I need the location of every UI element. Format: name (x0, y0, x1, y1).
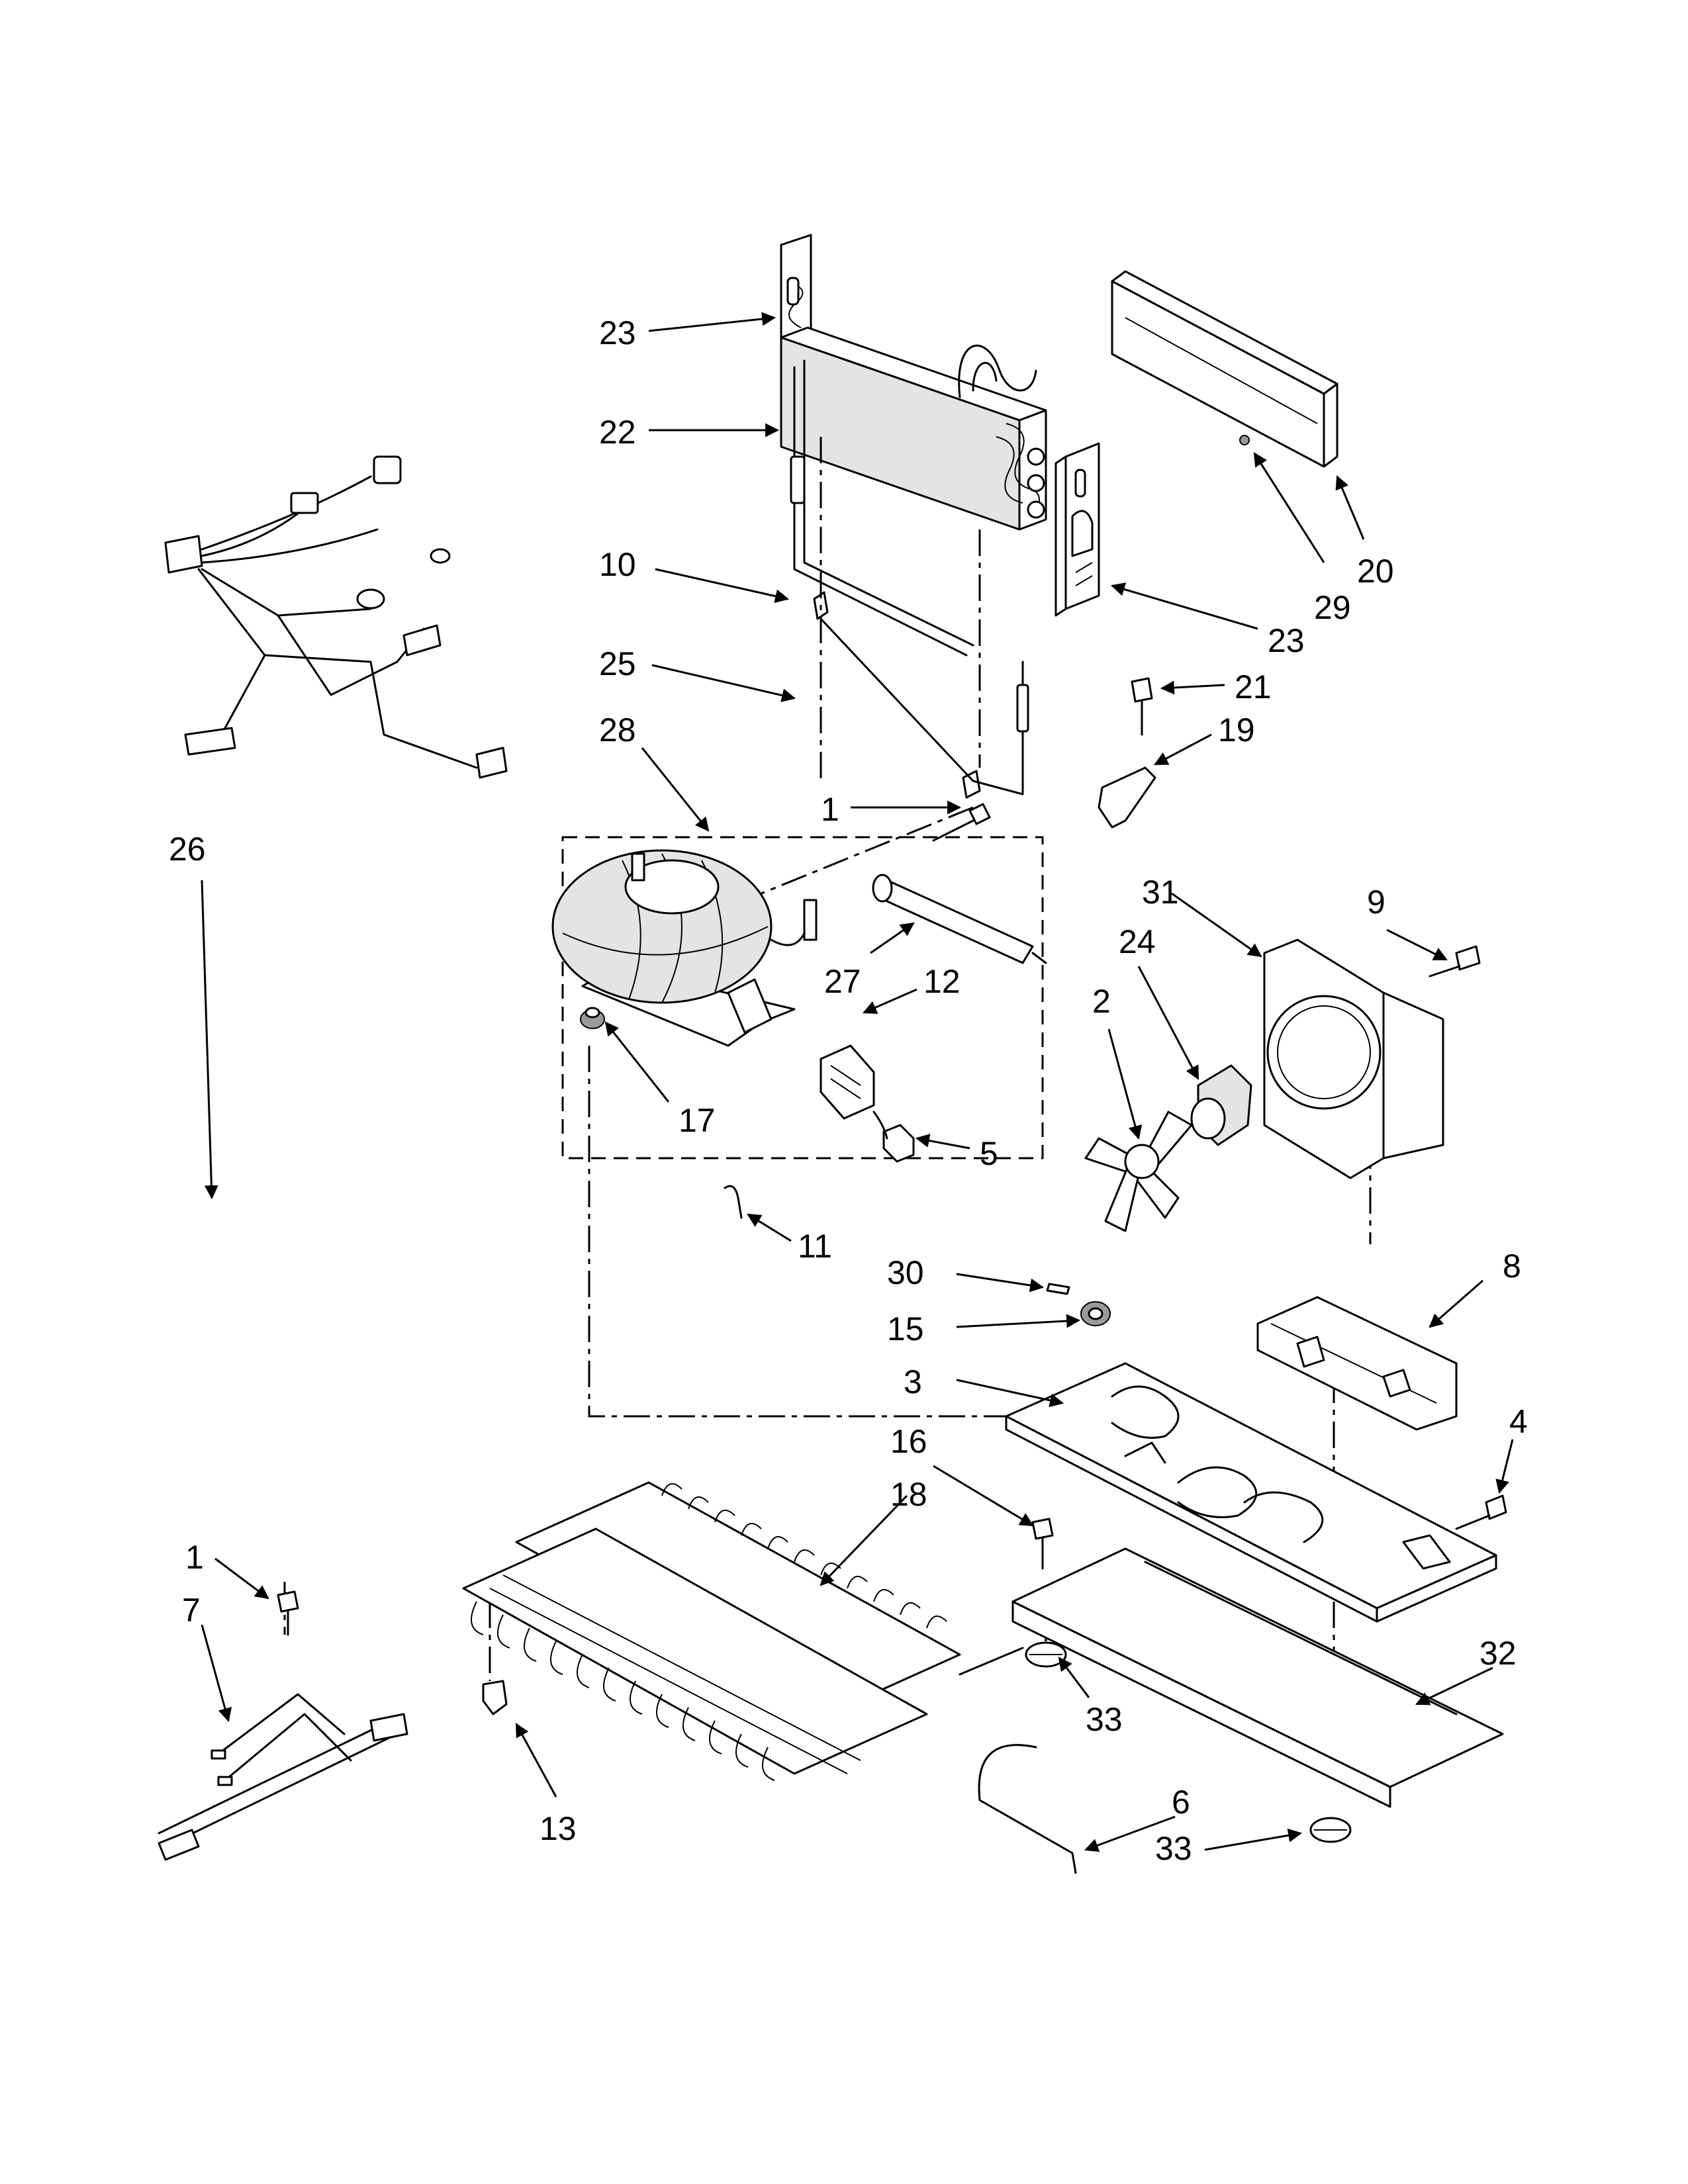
harness-7-illustration (158, 1693, 408, 1861)
callout-29: 29 (1314, 589, 1351, 626)
grommet-illustration (1046, 1283, 1111, 1326)
callout-23a: 23 (599, 314, 636, 351)
callout-22: 22 (599, 414, 636, 451)
callout-12: 12 (923, 963, 961, 1000)
callout-31: 31 (1142, 874, 1179, 911)
callout-leaders (201, 312, 1514, 1852)
callout-27: 27 (824, 963, 861, 1000)
callout-1b: 1 (185, 1539, 204, 1576)
callout-13: 13 (539, 1810, 577, 1847)
callout-9: 9 (1367, 884, 1385, 921)
clip-13-illustration (482, 1680, 508, 1715)
callout-30: 30 (887, 1254, 924, 1291)
callout-25: 25 (599, 645, 636, 682)
base-pan-illustration (1005, 1362, 1497, 1623)
cover-illustration (1111, 270, 1338, 468)
condenser-illustration (462, 1481, 1024, 1781)
wiring-harness-illustration (164, 455, 508, 779)
callout-15: 15 (887, 1310, 924, 1347)
callout-7: 7 (182, 1592, 201, 1629)
callout-32: 32 (1479, 1635, 1517, 1672)
condenser-coils (471, 1483, 947, 1781)
callout-8: 8 (1503, 1248, 1521, 1285)
callout-24: 24 (1119, 923, 1156, 960)
foot-33a-illustration (1025, 1641, 1067, 1668)
fan-blade-illustration (1084, 1111, 1193, 1232)
screw-illustrations (277, 677, 1507, 1636)
foot-33b-illustration (1309, 1817, 1352, 1843)
callout-17: 17 (679, 1102, 716, 1139)
callout-18: 18 (890, 1476, 927, 1513)
callout-3: 3 (904, 1363, 922, 1400)
foot-illustration (580, 1007, 605, 1029)
callout-21: 21 (1235, 668, 1272, 705)
callout-2: 2 (1092, 983, 1111, 1020)
callout-26: 26 (169, 831, 206, 868)
callout-11: 11 (798, 1228, 832, 1265)
callout-23b: 23 (1268, 622, 1305, 659)
bracket-illustration (1055, 442, 1100, 617)
fan-motor-illustration (1190, 1064, 1252, 1146)
callout-1a: 1 (821, 791, 839, 828)
clip-11-illustration (724, 1185, 743, 1219)
drain-pan-illustration (1011, 1547, 1504, 1808)
callout-6: 6 (1172, 1784, 1190, 1821)
callout-20: 20 (1357, 553, 1394, 590)
callout-19: 19 (1218, 711, 1255, 749)
evaporator-illustration (780, 234, 1047, 531)
relay-illustration (820, 1044, 915, 1163)
callout-numbers: 23 22 10 25 28 1 20 29 23 21 19 26 27 12… (169, 314, 1528, 1867)
drain-wire-illustration (978, 1744, 1077, 1874)
callout-28: 28 (599, 711, 636, 749)
callout-5: 5 (980, 1135, 998, 1172)
defrost-heater-illustration (790, 359, 1029, 799)
callout-10: 10 (599, 546, 636, 583)
callout-33a: 33 (1086, 1701, 1123, 1738)
drier-illustration (872, 874, 1047, 964)
callout-4: 4 (1509, 1403, 1528, 1440)
fan-shroud-illustration (1263, 938, 1444, 1179)
sealed-system-box (561, 836, 1044, 1160)
callout-33b: 33 (1155, 1830, 1192, 1867)
bracket-8-illustration (1256, 1296, 1458, 1431)
clip-illustration (1098, 766, 1156, 829)
callout-16: 16 (890, 1423, 927, 1460)
compressor-illustration (551, 849, 818, 1047)
